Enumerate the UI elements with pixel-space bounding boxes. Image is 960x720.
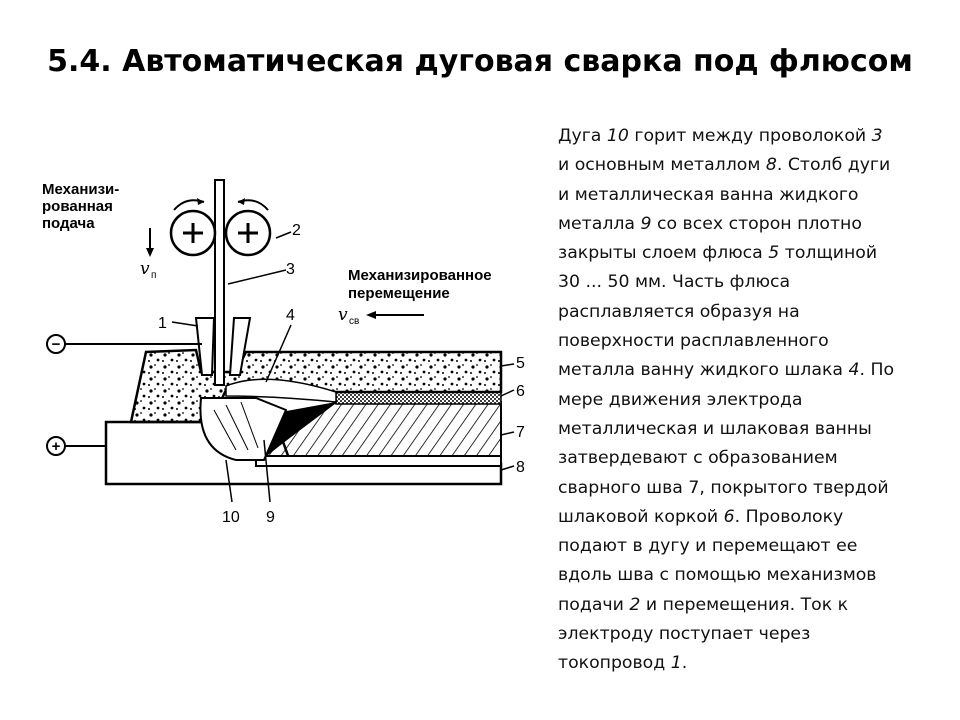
text-line-15: подают в дугу и перемещают ее xyxy=(558,536,858,557)
text-line-10: мере движения электрода xyxy=(558,389,803,410)
label-number-7: 7 xyxy=(516,424,525,441)
text-line-5: закрыты слоем флюса 5 толщиной xyxy=(558,243,878,264)
feed-label-line-1: Механизи- xyxy=(42,181,119,198)
travel-label-line-2: перемещение xyxy=(348,285,450,302)
current-lead-right xyxy=(228,317,252,376)
text-line-8: поверхности расплавленного xyxy=(558,331,829,352)
description-text: Дуга 10 горит между проволокой 3 и основ… xyxy=(558,122,938,679)
text-line-18: электроду поступает через xyxy=(558,624,811,645)
travel-velocity-symbol: v xyxy=(338,305,348,325)
label-number-3: 3 xyxy=(286,261,295,278)
slag-crust xyxy=(335,391,502,405)
label-number-9: 9 xyxy=(266,509,275,526)
text-line-7: расплавляется образуя на xyxy=(558,301,800,322)
text-line-12: затвердевают с образованием xyxy=(558,448,838,469)
text-line-1: Дуга 10 горит между проволокой 3 xyxy=(558,126,883,146)
minus-sign: − xyxy=(52,336,61,353)
welding-diagram: − + Механизи- рованная подача v п Механи… xyxy=(42,179,525,526)
text-line-13: сварного шва 7, покрытого твердой xyxy=(558,477,889,498)
text-line-9: металла ванну жидкого шлака 4. По xyxy=(558,360,895,381)
text-line-2: и основным металлом 8. Столб дуги xyxy=(558,155,891,176)
feed-label-line-2: рованная xyxy=(42,198,113,215)
label-number-10: 10 xyxy=(222,509,240,526)
slide-title: 5.4. Автоматическая дуговая сварка под ф… xyxy=(47,44,913,79)
label-number-1: 1 xyxy=(158,315,167,332)
label-number-4: 4 xyxy=(286,307,295,324)
label-number-6: 6 xyxy=(516,383,525,400)
electrode-wire xyxy=(214,179,225,386)
base-metal-strip xyxy=(255,455,502,467)
text-line-11: металлическая и шлаковая ванны xyxy=(558,418,872,439)
plus-sign: + xyxy=(52,438,61,455)
text-line-4: металла 9 со всех сторон плотно xyxy=(558,213,862,234)
label-number-5: 5 xyxy=(516,355,525,372)
feed-velocity-symbol: v xyxy=(140,259,150,279)
current-lead-left xyxy=(194,317,216,376)
feed-label-line-3: подача xyxy=(42,215,95,232)
text-line-17: подачи 2 и перемещения. Ток к xyxy=(558,594,849,615)
travel-velocity-subscript: св xyxy=(349,316,359,327)
feed-velocity-subscript: п xyxy=(151,270,156,281)
text-line-16: вдоль шва с помощью механизмов xyxy=(558,565,877,586)
text-line-6: 30 ... 50 мм. Часть флюса xyxy=(558,272,791,293)
label-number-8: 8 xyxy=(516,459,525,476)
text-line-14: шлаковой коркой 6. Проволоку xyxy=(558,506,844,527)
travel-label-line-1: Механизированное xyxy=(348,267,492,284)
label-number-2: 2 xyxy=(292,222,301,239)
text-line-3: и металлическая ванна жидкого xyxy=(558,184,859,205)
text-line-19: токопровод 1. xyxy=(558,653,688,674)
